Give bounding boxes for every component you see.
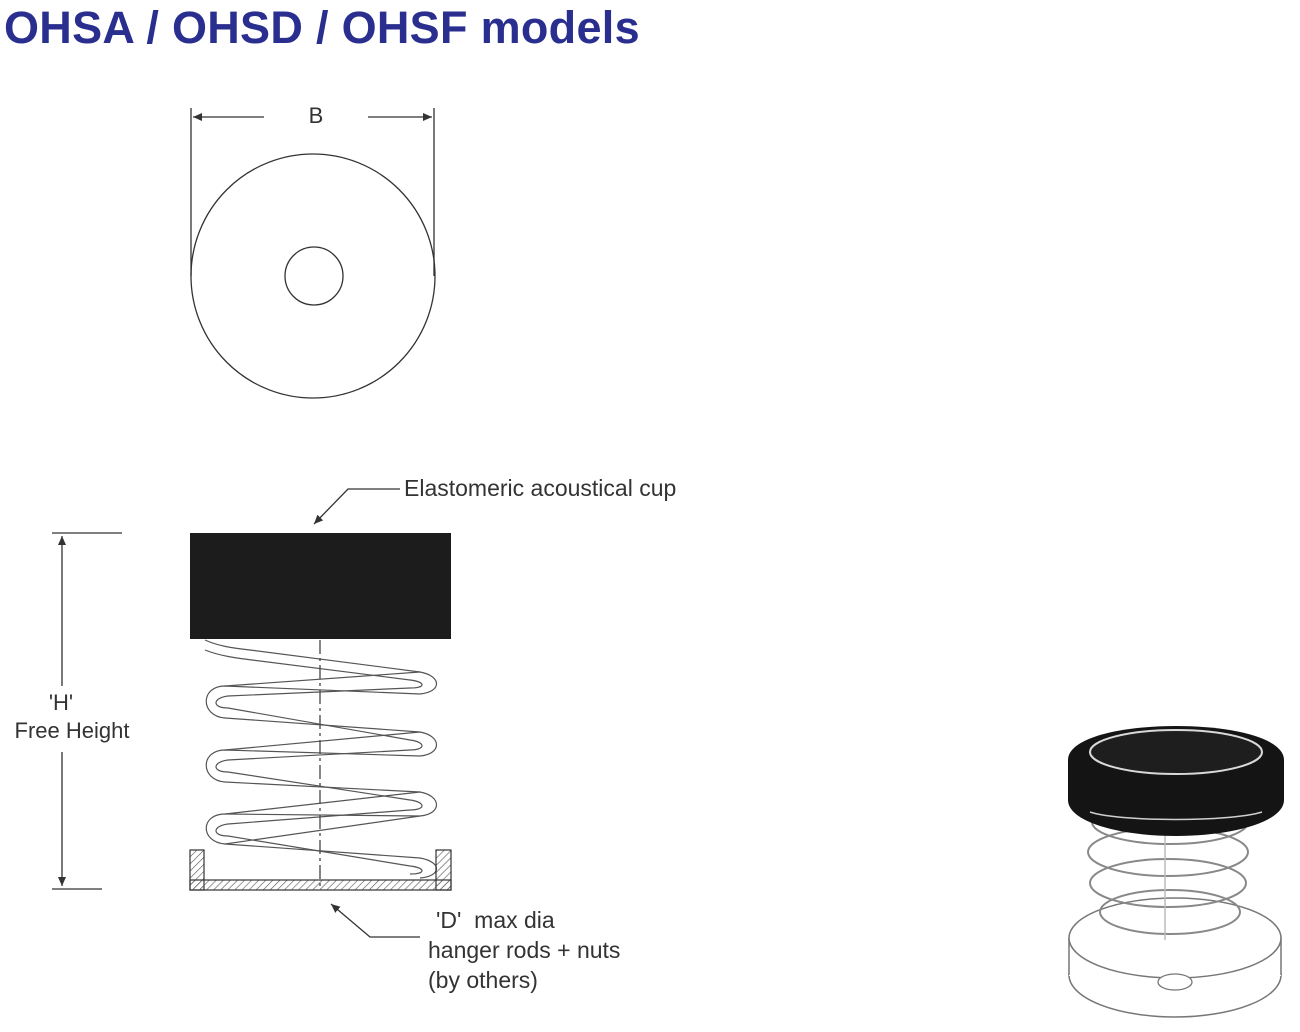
spring-crossing-d xyxy=(224,815,421,845)
rod-label-line2: hanger rods + nuts xyxy=(428,937,620,963)
elastomeric-cup xyxy=(190,533,451,639)
spring-coil-inner xyxy=(204,649,423,875)
rod-label-line1: 'D' max dia xyxy=(436,907,555,933)
cup-leader-line xyxy=(313,488,400,525)
rod-label-line3: (by others) xyxy=(428,967,538,993)
bottom-cup xyxy=(189,849,452,891)
top-view xyxy=(190,108,436,399)
free-height-label: Free Height xyxy=(15,718,130,743)
cup-label: Elastomeric acoustical cup xyxy=(404,475,676,501)
product-illustration xyxy=(1068,726,1284,1018)
spring-crossing-b xyxy=(224,731,421,751)
top-view-center-hole xyxy=(284,246,344,306)
height-h-label: 'H' xyxy=(49,690,73,715)
top-view-outer-circle xyxy=(190,153,436,399)
dimension-b-label: B xyxy=(309,103,324,128)
product-base-hole xyxy=(1157,973,1193,991)
product-cup-top xyxy=(1089,729,1263,775)
page-title: OHSA / OHSD / OHSF models xyxy=(4,2,640,53)
product-spring-coil xyxy=(1099,889,1241,935)
height-dimension xyxy=(52,532,122,890)
side-view xyxy=(52,488,452,938)
spring xyxy=(204,639,438,879)
spring-crossing-c xyxy=(224,791,421,815)
product-spring-coil xyxy=(1089,858,1247,908)
spring-crossing-a xyxy=(224,671,421,687)
bottom-cup-hatch-base xyxy=(189,879,452,891)
product-cup-highlight xyxy=(1089,811,1263,821)
rod-leader-line xyxy=(330,903,420,938)
